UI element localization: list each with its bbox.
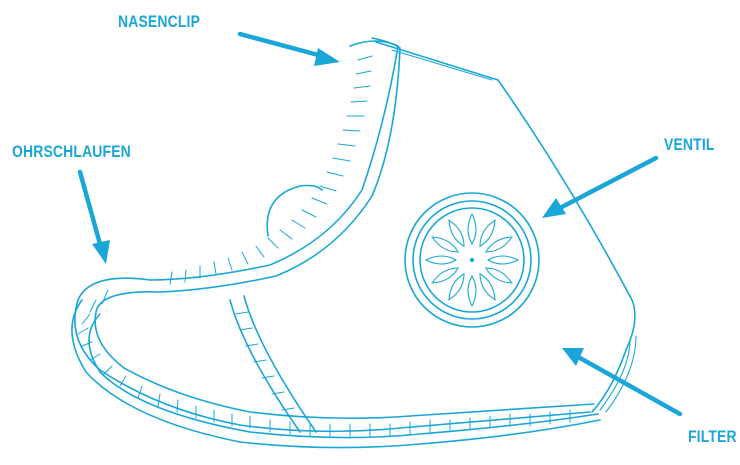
side-bump <box>266 184 323 237</box>
label-nose-clip: NASENCLIP <box>118 12 201 31</box>
ear-loop <box>71 277 601 449</box>
label-filter: FILTER <box>688 427 737 446</box>
arrow-filter <box>562 348 683 417</box>
valve-icon <box>404 192 540 328</box>
band-hatching <box>77 55 571 437</box>
nose-clip-band <box>149 37 401 293</box>
mask-body <box>375 41 637 413</box>
arrow-nose-clip <box>237 31 340 66</box>
label-valve: VENTIL <box>664 135 715 154</box>
label-ear-loops: OHRSCHLAUFEN <box>12 142 131 161</box>
arrow-valve <box>542 155 659 218</box>
arrow-ear-loops <box>77 169 110 264</box>
